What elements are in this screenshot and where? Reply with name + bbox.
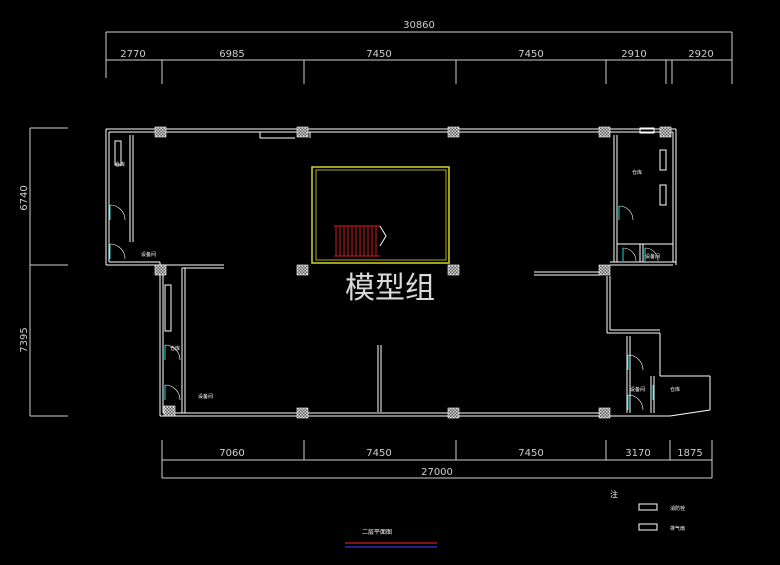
- room-label: 设备间: [645, 253, 660, 260]
- room-label: 仓库: [170, 345, 180, 352]
- left-dimension-chain: [29, 127, 68, 417]
- room-label: 设备间: [141, 251, 156, 258]
- dim-top-1: 2770: [120, 49, 145, 60]
- room-label: 仓库: [670, 386, 680, 393]
- dim-top-3: 7450: [366, 49, 391, 60]
- room-label: 设备间: [630, 386, 645, 393]
- column: [296, 407, 309, 419]
- dim-bottom-1: 7060: [219, 448, 244, 459]
- interior-partitions: [114, 127, 673, 531]
- column: [659, 126, 672, 138]
- column: [296, 126, 309, 138]
- column: [447, 264, 460, 276]
- notes-title: 注: [610, 489, 618, 499]
- column: [296, 264, 309, 276]
- column: [154, 264, 167, 276]
- dim-bottom-total: 27000: [421, 467, 453, 478]
- dim-top-total: 30860: [403, 20, 435, 31]
- legend-item: 排气扇: [670, 525, 685, 532]
- column: [598, 126, 611, 138]
- stair-treads: [334, 225, 380, 257]
- bottom-dimension-chain: [161, 440, 713, 479]
- dim-top-4: 7450: [518, 49, 543, 60]
- drawing-caption: 二层平面图: [362, 529, 392, 536]
- dim-bottom-5: 1875: [677, 448, 702, 459]
- dim-top-2: 6985: [219, 49, 244, 60]
- dim-top-5: 2910: [621, 49, 646, 60]
- column: [598, 264, 611, 276]
- column: [598, 407, 611, 419]
- column: [154, 126, 167, 138]
- structural-columns: [154, 126, 672, 419]
- exterior-walls: [105, 128, 711, 417]
- legend-item: 消防栓: [670, 505, 685, 512]
- dim-bottom-2: 7450: [366, 448, 391, 459]
- dim-bottom-4: 3170: [625, 448, 650, 459]
- top-dimension-chain: [105, 31, 733, 84]
- room-label: 仓库: [115, 161, 125, 168]
- column: [163, 405, 176, 417]
- stair-well: [311, 166, 450, 264]
- dim-left-2: 7395: [19, 327, 30, 352]
- room-label: 设备间: [198, 393, 213, 400]
- dim-left-1: 6740: [19, 185, 30, 210]
- doors: [109, 204, 659, 411]
- dim-top-6: 2920: [688, 49, 713, 60]
- room-label: 仓库: [632, 169, 642, 176]
- column: [447, 407, 460, 419]
- column: [447, 126, 460, 138]
- watermark: 模型组: [345, 271, 435, 306]
- dim-bottom-3: 7450: [518, 448, 543, 459]
